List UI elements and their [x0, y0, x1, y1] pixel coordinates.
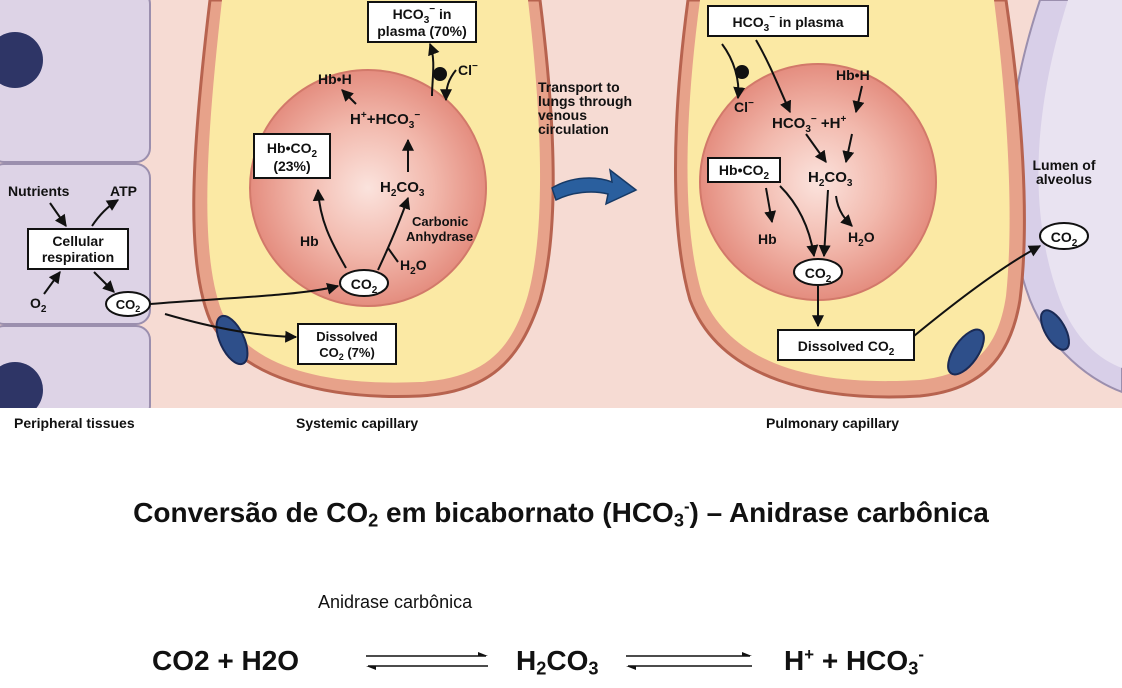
systemic-exchanger — [433, 67, 447, 81]
svg-text:plasma (70%): plasma (70%) — [377, 23, 466, 39]
svg-text:Dissolved: Dissolved — [316, 329, 377, 344]
svg-text:Hb•H: Hb•H — [836, 67, 870, 83]
svg-text:Cellular: Cellular — [52, 233, 104, 249]
atp-label: ATP — [110, 183, 137, 199]
nutrients-label: Nutrients — [8, 183, 70, 199]
svg-text:Anhydrase: Anhydrase — [406, 229, 473, 244]
peripheral-label: Peripheral tissues — [14, 415, 135, 431]
svg-text:Hb•H: Hb•H — [318, 71, 352, 87]
svg-text:alveolus: alveolus — [1036, 171, 1092, 187]
products: H+ + HCO3- — [784, 645, 924, 680]
enzyme-label: Anidrase carbônica — [318, 592, 472, 613]
svg-text:circulation: circulation — [538, 121, 609, 137]
svg-text:Hb: Hb — [758, 231, 777, 247]
systemic-label: Systemic capillary — [296, 415, 418, 431]
equilibrium-arrow-1 — [362, 648, 492, 678]
pulmonary-label: Pulmonary capillary — [766, 415, 899, 431]
svg-text:respiration: respiration — [42, 249, 114, 265]
svg-text:(23%): (23%) — [273, 158, 310, 174]
page-title: Conversão de CO2 em bicabornato (HCO3-) … — [0, 497, 1122, 532]
svg-text:Hb: Hb — [300, 233, 319, 249]
equilibrium-arrow-2 — [622, 648, 756, 678]
peripheral-cells — [0, 0, 150, 420]
bicarbonate-transport-diagram: Nutrients ATP Cellular respiration O2 CO… — [0, 0, 1122, 440]
reactants: CO2 + H2O — [152, 645, 299, 677]
svg-text:CO2 (7%): CO2 (7%) — [319, 345, 375, 362]
carbonic-acid: H2CO3 — [516, 645, 598, 680]
svg-text:Carbonic: Carbonic — [412, 214, 468, 229]
